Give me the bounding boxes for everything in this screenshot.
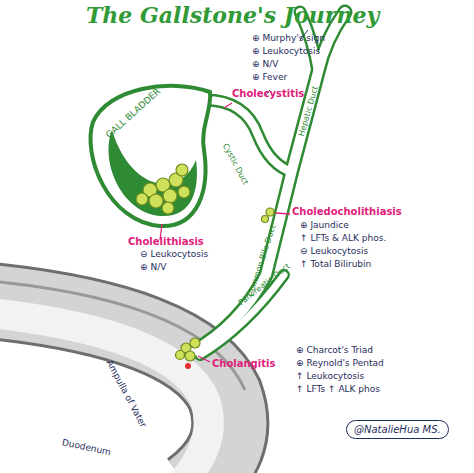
duct-outline	[205, 100, 292, 172]
condition-name: Choledocholithiasis	[292, 206, 402, 217]
finding-text: ⊕ Jaundice	[300, 221, 349, 231]
ampulla-marker	[185, 363, 191, 369]
duct-lumen	[205, 100, 292, 172]
duct-label: Pancreatic Duct	[237, 262, 292, 308]
finding-text: ⊕ Fever	[252, 73, 287, 83]
finding-text: ⊕ Reynold's Pentad	[296, 359, 384, 369]
finding-text: ⊖ Leukocytosis	[300, 247, 368, 257]
organ-label: GALL BLADDER	[105, 87, 163, 141]
condition-name: Cholangitis	[212, 358, 275, 369]
duct-lumen	[192, 12, 345, 352]
duct-system	[192, 12, 345, 355]
finding-text: ⊖ Leukocytosis	[140, 250, 208, 260]
finding-text: ⊕ Murphy's sign	[252, 34, 325, 44]
finding-text: ⊕ Charcot's Triad	[296, 346, 373, 356]
finding-text: ↑ Total Bilirubin	[300, 260, 371, 270]
structure-label: Ampulla of Vater	[104, 359, 148, 430]
finding-text: ↑ Leukocytosis	[296, 372, 364, 382]
finding-text: ↑ LFTs ↑ ALK phos	[296, 385, 380, 395]
duct-label: Cystic Duct	[220, 142, 249, 186]
duodenum-highlight	[0, 312, 209, 473]
duct-lumen	[200, 275, 284, 355]
gallbladder-shading	[109, 130, 197, 216]
finding-text: ⊕ Leukocytosis	[252, 47, 320, 57]
structure-label: Duodenum	[61, 438, 112, 458]
finding-text: ⊕ N/V	[140, 263, 166, 273]
gallbladder-outline	[91, 86, 211, 226]
condition-name: Cholecystitis	[232, 88, 304, 99]
condition-name: Cholelithiasis	[128, 236, 204, 247]
diagram-title: The Gallstone's Journey	[86, 2, 379, 28]
duodenum-outline	[0, 300, 230, 473]
gallstones	[136, 164, 274, 361]
signature-text: @NatalieHua MS.	[354, 424, 441, 435]
finding-text: ⊕ N/V	[252, 60, 278, 70]
signature-box: @NatalieHua MS.	[346, 420, 449, 439]
leader-lines	[160, 103, 290, 362]
duodenum-wall	[0, 300, 230, 473]
finding-text: ↑ LFTs & ALK phos.	[300, 234, 386, 244]
